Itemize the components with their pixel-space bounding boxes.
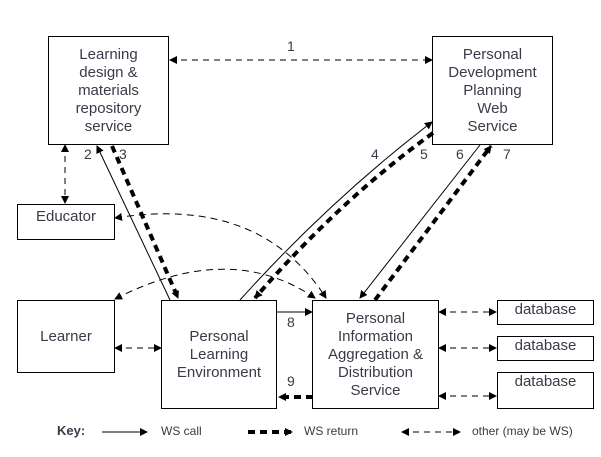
node-learner: Learner [17,300,115,373]
node-educator: Educator [17,204,115,240]
node-label: Educator [35,208,97,225]
key-title: Key: [57,423,86,438]
edge-6 [359,144,481,299]
node-label: database [514,301,577,318]
edge-label-2: 2 [84,146,92,162]
edge-label-5: 5 [420,146,428,162]
key-other-label: other (may be WS) [472,424,573,438]
node-database-1: database [497,300,594,325]
edge-label-1: 1 [287,38,295,54]
edge-label-4: 4 [371,146,379,162]
key-ws-return-label: WS return [304,424,359,438]
edge-learner-piads [114,268,316,300]
edge-3 [110,145,180,299]
edge-label-7: 7 [503,146,511,162]
edge-label-9: 9 [287,373,295,389]
key-ws-call-label: WS call [161,424,202,438]
node-label: Personal Learning Environment [176,327,262,381]
node-label: Personal Information Aggregation & Distr… [327,309,424,399]
node-personal-development-planning: Personal Development Planning Web Servic… [432,36,553,145]
node-label: database [514,337,577,354]
node-learning-design-repository: Learning design & materials repository s… [48,36,169,145]
node-piads: Personal Information Aggregation & Distr… [312,300,439,409]
node-personal-learning-environment: Personal Learning Environment [161,300,277,409]
node-database-2: database [497,336,594,361]
edge-5 [253,131,435,300]
node-label: database [514,373,577,390]
node-label: Personal Development Planning Web Servic… [448,45,537,135]
edge-label-8: 8 [287,314,295,330]
node-label: Learning design & materials repository s… [75,45,142,135]
edge-educator-piads [114,212,327,299]
edge-label-3: 3 [119,146,127,162]
node-database-3: database [497,372,594,409]
node-label: Learner [40,327,92,345]
edge-7 [373,144,493,302]
edge-label-6: 6 [456,146,464,162]
